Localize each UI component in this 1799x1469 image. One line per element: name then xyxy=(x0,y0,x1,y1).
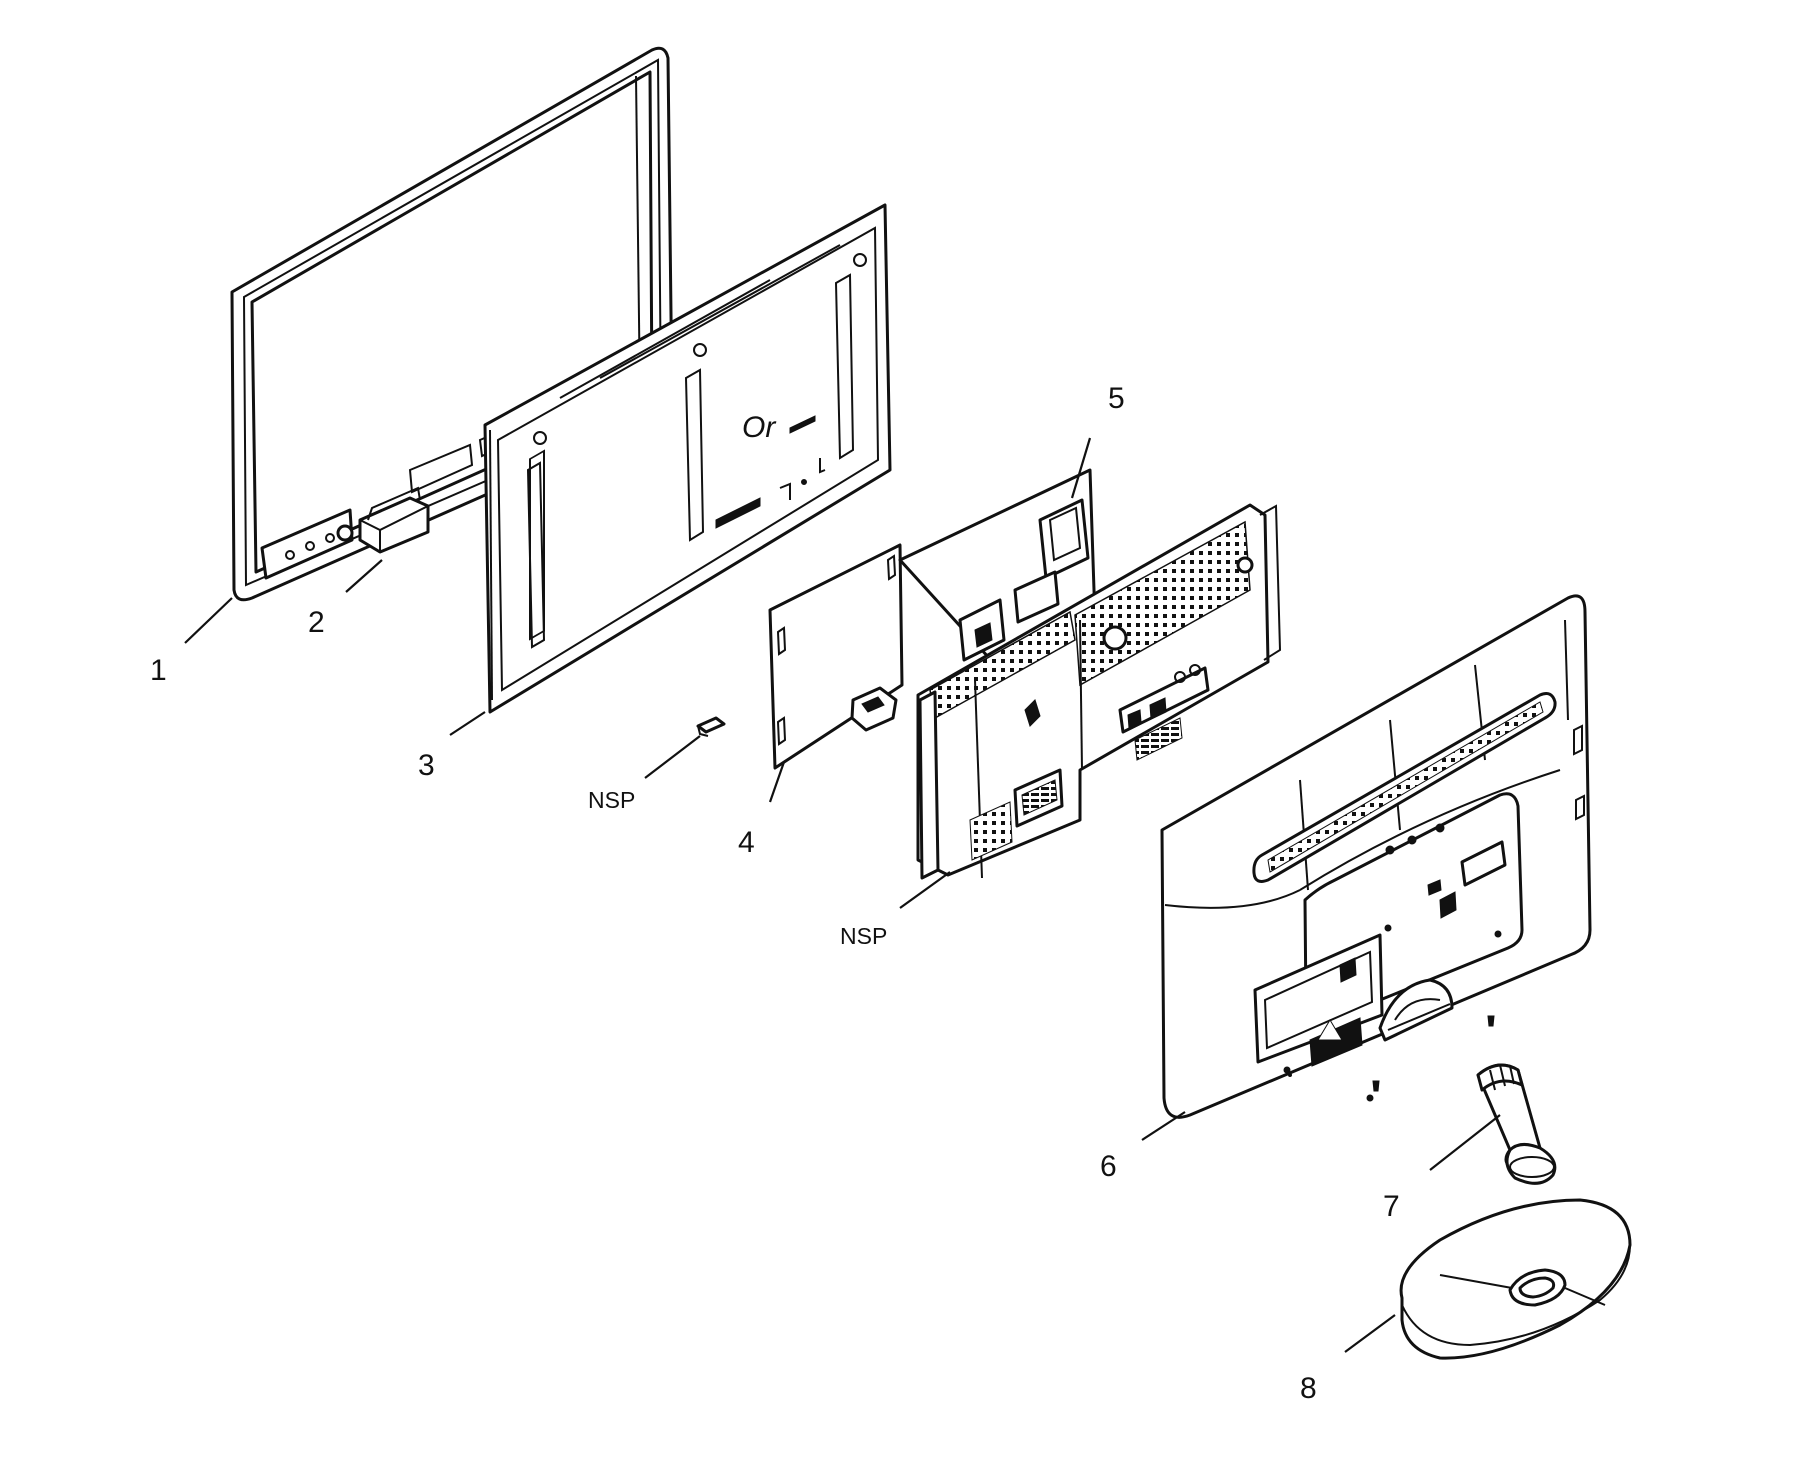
shield-housing-part xyxy=(916,503,1282,880)
callout-4: 4 xyxy=(738,826,755,859)
power-socket xyxy=(850,686,898,732)
screws xyxy=(1372,1015,1495,1092)
callout-1: 1 xyxy=(150,654,167,687)
rear-cover-part xyxy=(1160,594,1592,1119)
leader-lines xyxy=(184,437,1501,1353)
rear-connector-group xyxy=(1118,664,1210,761)
callout-2: 2 xyxy=(308,606,325,639)
stand-base-part xyxy=(1399,1198,1632,1360)
board-bracket xyxy=(1038,498,1090,580)
bezel-button-panel xyxy=(260,508,354,580)
callout-nsp-housing: NSP xyxy=(840,923,887,949)
callout-3: 3 xyxy=(418,749,435,782)
rear-io-panel xyxy=(1253,792,1524,1064)
rating-label xyxy=(1309,1017,1363,1067)
callout-5: 5 xyxy=(1108,382,1125,415)
callout-8: 8 xyxy=(1300,1372,1317,1405)
nsp-clip-part xyxy=(696,716,726,737)
stand-neck-part xyxy=(1476,1063,1557,1185)
bracket-marking-text: Or xyxy=(742,411,776,444)
control-bracket-part xyxy=(358,486,430,554)
power-board-part xyxy=(768,543,904,770)
rear-vent-slot xyxy=(1252,692,1557,883)
stand-mount-hinge xyxy=(1378,978,1454,1042)
vga-port xyxy=(1013,768,1064,828)
chassis-frame-part: Or xyxy=(483,203,892,714)
callout-6: 6 xyxy=(1100,1150,1117,1183)
callout-nsp-clip: NSP xyxy=(588,787,635,813)
callout-7: 7 xyxy=(1383,1190,1400,1223)
